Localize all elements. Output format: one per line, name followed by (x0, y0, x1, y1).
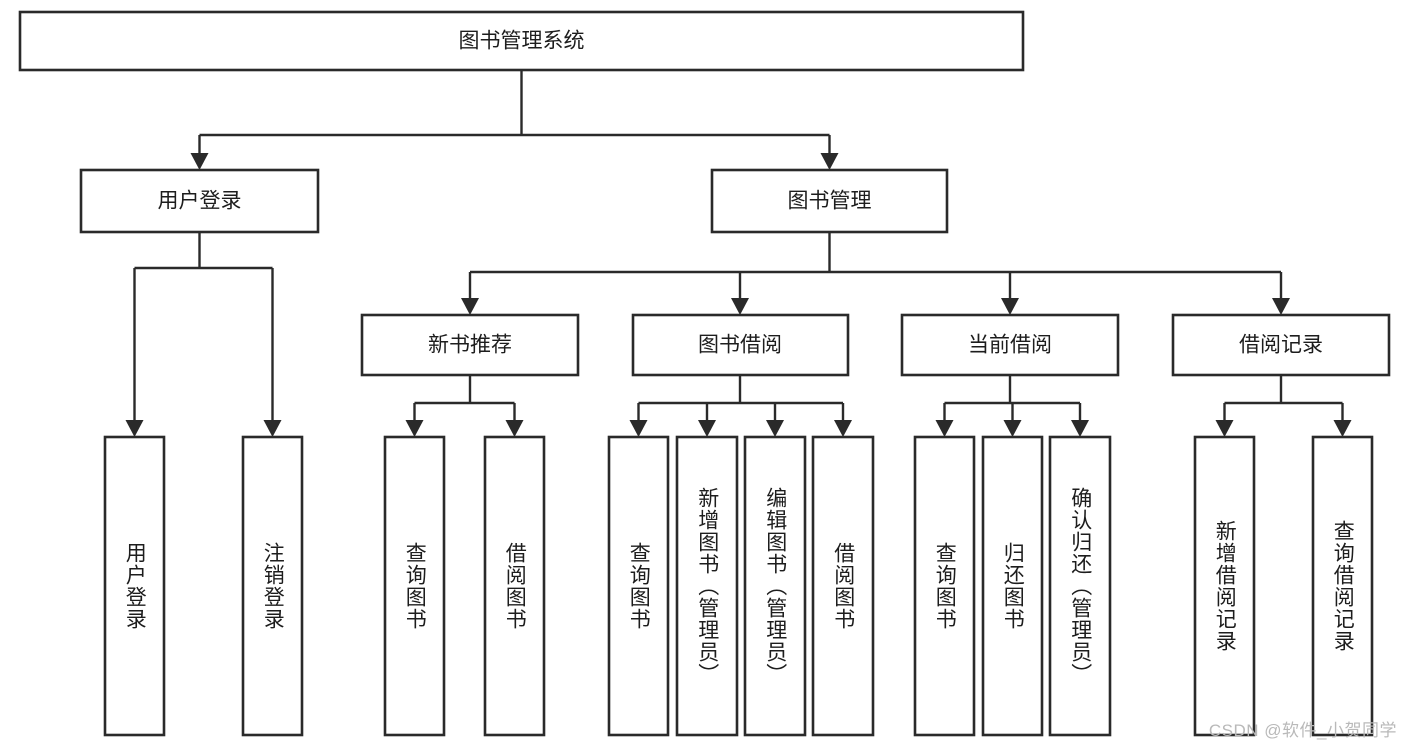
arrow-borrow-record (1272, 298, 1290, 315)
leaf-box-edit-book[interactable] (743, 435, 807, 737)
node-book-borrow[interactable] (631, 313, 850, 377)
label-current-borrow: 当前借阅 (968, 334, 1052, 357)
leaf-box-return-book[interactable] (981, 435, 1044, 737)
arrow-leaf-return-book (1003, 420, 1022, 437)
label-borrow-record: 借阅记录 (1239, 334, 1323, 357)
arrow-leaf-edit-book (766, 420, 784, 437)
arrow-leaf-add-book (698, 420, 716, 437)
leaf-box-borrow-book-2[interactable] (811, 435, 875, 737)
csdn-watermark: CSDN @软件_小贺同学 (1208, 721, 1397, 740)
label-book-manage: 图书管理 (788, 190, 872, 213)
arrow-user-login (190, 153, 209, 170)
label-book-borrow: 图书借阅 (698, 334, 782, 357)
node-root[interactable] (18, 10, 1025, 72)
leaf-box-add-record[interactable] (1193, 435, 1256, 737)
arrow-leaf-query-book-2 (629, 420, 648, 437)
leaf-box-user-login[interactable] (103, 435, 166, 737)
connector-group (125, 70, 1352, 437)
leaf-box-confirm-return[interactable] (1048, 435, 1112, 737)
arrow-leaf-user-logout (263, 420, 282, 437)
leaf-box-user-logout[interactable] (241, 435, 304, 737)
arrow-book-manage (820, 153, 839, 170)
arrow-new-book-recommend (461, 298, 479, 315)
label-user-login: 用户登录 (158, 190, 242, 213)
leaf-box-borrow-book-1[interactable] (483, 435, 546, 737)
arrow-leaf-user-login (125, 420, 144, 437)
node-current-borrow[interactable] (900, 313, 1120, 377)
node-borrow-record[interactable] (1171, 313, 1391, 377)
node-user-login[interactable] (79, 168, 320, 234)
leaf-box-query-book-2[interactable] (607, 435, 670, 737)
arrow-leaf-borrow-book-2 (834, 420, 852, 437)
leaf-box-query-book-1[interactable] (383, 435, 446, 737)
arrow-leaf-add-record (1215, 420, 1234, 437)
arrow-leaf-query-record (1333, 420, 1352, 437)
arrow-leaf-query-book-1 (405, 420, 424, 437)
node-book-manage[interactable] (710, 168, 949, 234)
node-box-group (18, 10, 1391, 737)
node-label-group: 图书管理系统 用户登录 图书管理 新书推荐 图书借阅 当前借阅 借阅记录 (158, 30, 1324, 357)
leaf-box-query-record[interactable] (1311, 435, 1374, 737)
arrow-leaf-borrow-book-1 (505, 420, 524, 437)
label-root: 图书管理系统 (459, 30, 585, 53)
arrow-leaf-query-book-3 (935, 420, 954, 437)
arrow-current-borrow (1001, 298, 1019, 315)
arrow-leaf-confirm-return (1071, 420, 1089, 437)
node-new-book-recommend[interactable] (360, 313, 580, 377)
leaf-box-add-book[interactable] (675, 435, 739, 737)
arrow-book-borrow (731, 298, 749, 315)
label-new-book-recommend: 新书推荐 (428, 334, 512, 357)
leaf-box-query-book-3[interactable] (913, 435, 976, 737)
